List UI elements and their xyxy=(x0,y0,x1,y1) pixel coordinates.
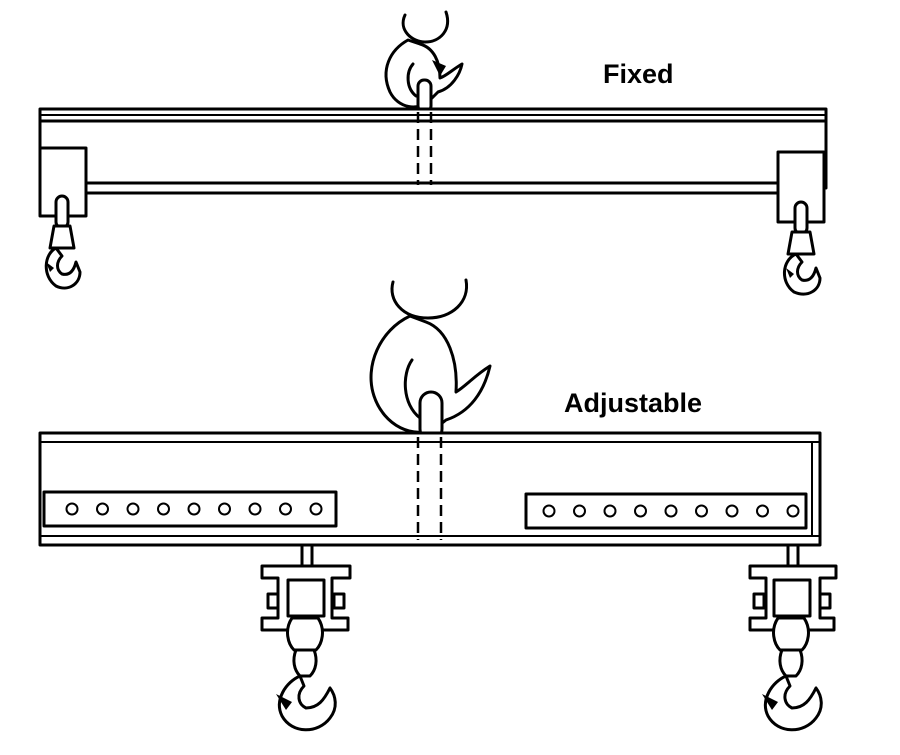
right-adjustment-hole xyxy=(756,504,769,518)
right-adjustment-hole xyxy=(725,504,739,518)
fixed-label: Fixed xyxy=(603,59,674,89)
right-adjustment-hole xyxy=(603,504,617,518)
right-adjustment-hole xyxy=(542,504,556,518)
adjustable-right-swivel-hook-icon xyxy=(762,616,823,732)
right-adjustment-hole xyxy=(695,504,708,518)
adjustable-left-hole-plate xyxy=(42,490,338,528)
left-adjustment-hole xyxy=(65,502,79,516)
adjustable-crane-hook-icon xyxy=(369,278,492,442)
right-adjustment-hole xyxy=(664,504,678,518)
adjustable-spreader-beam xyxy=(38,278,838,732)
left-adjustment-hole xyxy=(126,502,140,516)
right-adjustment-hole xyxy=(573,504,586,518)
fixed-right-swivel-hook-icon xyxy=(783,200,822,296)
fixed-left-swivel-hook-icon xyxy=(44,194,82,290)
left-adjustment-hole xyxy=(187,502,201,516)
adjustable-right-hole-plate xyxy=(524,492,808,530)
right-adjustment-hole xyxy=(634,504,647,518)
left-adjustment-hole xyxy=(96,502,109,516)
left-adjustment-hole xyxy=(248,502,262,516)
left-adjustment-hole xyxy=(279,502,292,516)
right-adjustment-hole xyxy=(786,504,800,518)
fixed-crane-hook-icon xyxy=(384,10,464,114)
adjustable-right-trolley-icon xyxy=(748,543,838,632)
left-adjustment-hole xyxy=(218,502,231,516)
adjustable-left-swivel-hook-icon xyxy=(276,616,337,732)
left-adjustment-hole xyxy=(309,502,323,516)
fixed-beam-web xyxy=(38,119,828,190)
adjustable-left-trolley-icon xyxy=(260,543,352,632)
fixed-spreader-beam xyxy=(38,10,828,296)
left-adjustment-hole xyxy=(157,502,170,516)
adjustable-label: Adjustable xyxy=(564,388,703,418)
